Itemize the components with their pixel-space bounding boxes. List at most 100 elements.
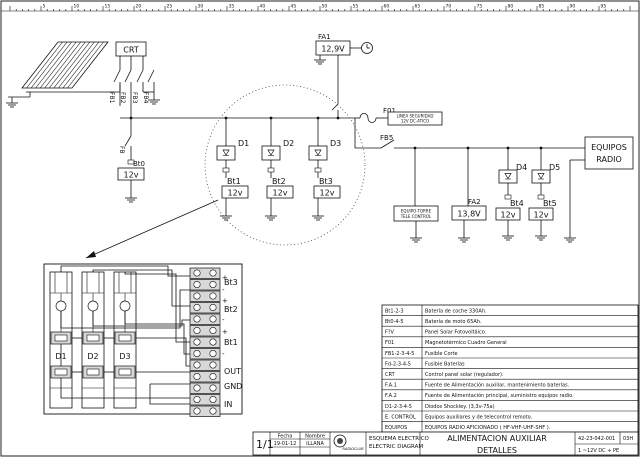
fb0-label: FB xyxy=(118,146,125,154)
ruler-label: 30 xyxy=(198,4,204,10)
fa1-value: 12,9V xyxy=(321,45,345,54)
terminal-1 xyxy=(189,279,221,291)
legend-code: F?V xyxy=(385,330,395,336)
terminal-label: + xyxy=(222,297,228,305)
terminal-8 xyxy=(189,359,221,371)
ruler-label: 40 xyxy=(260,4,266,10)
legend-code: D1-2-3-4-5 xyxy=(385,404,412,410)
legend-desc: Control panel solar (regulador). xyxy=(425,372,504,378)
linea-seguridad-box xyxy=(387,111,443,126)
linea-line-1: LINEA SEGURIDAD xyxy=(397,114,434,119)
detail-module-label: D2 xyxy=(87,352,98,361)
fb3-label: FB3 xyxy=(131,92,138,104)
legend-desc: Fuente de Alimentación auxiliar, manteni… xyxy=(425,382,570,389)
legend-desc: Fusible Baterías xyxy=(425,360,465,367)
solar-panel xyxy=(6,41,121,108)
battery-label: Bt1 xyxy=(227,177,241,186)
esquema-line-1: ESQUEMA ELECTRICO xyxy=(369,436,430,442)
ruler-label: 85 xyxy=(539,4,545,10)
ruler-label: 15 xyxy=(105,4,111,10)
terminal-label: + xyxy=(222,328,228,336)
nombre-label: Nombre xyxy=(305,434,325,440)
battery-value: 12v xyxy=(534,211,549,220)
legend-desc: Batería de coche 330Ah. xyxy=(425,307,487,314)
ruler-label: 5 xyxy=(43,4,46,10)
fb5-label: FB5 xyxy=(380,134,393,142)
terminal-label: Bt1 xyxy=(224,338,238,347)
legend-code: F.A.2 xyxy=(385,393,397,399)
battery-bt3 xyxy=(313,185,341,199)
legend-desc: Batería de moto 65Ah. xyxy=(425,318,482,325)
battery-value: 12v xyxy=(501,211,516,220)
battery-label: Bt3 xyxy=(319,177,333,186)
battery-value: 12v xyxy=(273,189,288,198)
terminal-label: Bt2 xyxy=(224,305,238,314)
terminal-label: - xyxy=(222,286,225,294)
terminal-7 xyxy=(189,348,221,360)
remote-line-1: EQUIPO-TORRE xyxy=(401,209,432,214)
legend-desc: Panel Solar Fotovoltáico. xyxy=(425,329,487,336)
terminal-label: - xyxy=(222,316,225,324)
detail-module-label: D3 xyxy=(119,352,130,361)
fb2-label: FB2 xyxy=(119,92,126,104)
fecha-value: 19-01-12 xyxy=(274,441,297,447)
remote-line-2: TELE CONTROL xyxy=(400,214,432,219)
legend-desc: Magnetotérmico Cuadro General xyxy=(425,339,507,346)
terminal-label: IN xyxy=(224,400,232,409)
title-block xyxy=(252,431,639,456)
terminal-5 xyxy=(189,325,221,337)
diode-label: D3 xyxy=(330,139,341,148)
legend-code: CRT xyxy=(385,372,396,378)
terminal-label: - xyxy=(222,350,225,358)
fb4-label: FB4 xyxy=(142,92,149,104)
terminal-label: Bt3 xyxy=(224,278,238,287)
terminal-4 xyxy=(189,313,221,325)
terminal-label: OUT xyxy=(224,367,241,376)
legend-code: Bt1-2-3 xyxy=(385,308,404,314)
ruler-label: 80 xyxy=(508,4,514,10)
supply-spec: 1 ~12V DC + PE xyxy=(578,448,619,454)
equipos-radio-box xyxy=(584,136,634,170)
terminal-11 xyxy=(189,394,221,406)
terminal-10 xyxy=(189,382,221,394)
sheet-number: 1/1 xyxy=(256,438,274,451)
fa2-value: 13,8V xyxy=(457,210,481,219)
legend-code: F01 xyxy=(385,340,394,346)
linea-line-2: 12V DC-ATICO xyxy=(401,119,429,124)
ruler-label: 70 xyxy=(446,4,452,10)
legend-desc: EQUIPOS RADIO AFICIONADO ( HF-VHF-UHF-SH… xyxy=(425,425,551,431)
fa2-label: FA2 xyxy=(468,198,481,206)
detail-module-2: D2 xyxy=(81,271,105,409)
f01-label: F01 xyxy=(383,107,396,115)
legend-code: FB1-2-3-4-5 xyxy=(385,351,414,357)
equipos-line-1: EQUIPOS xyxy=(591,143,627,152)
legend-code: EQUIPOS xyxy=(385,425,407,431)
ruler-label: 50 xyxy=(322,4,328,10)
ruler-label: 75 xyxy=(477,4,483,10)
diode-label: D4 xyxy=(516,163,527,172)
ruler-label: 65 xyxy=(415,4,421,10)
ruler-label: 45 xyxy=(291,4,297,10)
battery-label: Bt4 xyxy=(510,199,524,208)
esquema-line-2: ELECTRIC DIAGRAM xyxy=(369,444,423,450)
logo-text: RADIOCLUB xyxy=(342,447,364,451)
battery-bt2 xyxy=(266,185,294,199)
drawing-title: ALIMENTACION AUXILIAR xyxy=(447,434,547,443)
fecha-label: Fecha xyxy=(278,434,293,440)
battery-label: Bt5 xyxy=(543,199,557,208)
legend-code: Fd-2-3-4-5 xyxy=(385,361,411,367)
ruler-label: 60 xyxy=(384,4,390,10)
drawing-subtitle: DETALLES xyxy=(477,446,517,455)
fa1-label: FA1 xyxy=(318,33,331,41)
radioclub-logo: RADIOCLUB xyxy=(333,434,364,451)
